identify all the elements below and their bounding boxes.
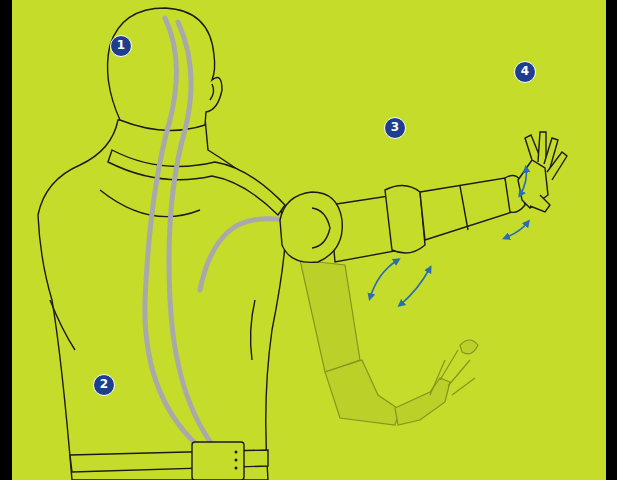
prosthetic-arm bbox=[280, 132, 567, 262]
callout-number: 4 bbox=[514, 61, 536, 83]
callout-number: 1 bbox=[110, 35, 132, 57]
motion-arrows bbox=[370, 168, 528, 305]
background bbox=[12, 0, 606, 480]
callout-number: 3 bbox=[384, 117, 406, 139]
person bbox=[38, 8, 285, 480]
callout-number: 2 bbox=[93, 374, 115, 396]
wires bbox=[145, 18, 298, 452]
controller-box bbox=[192, 442, 244, 480]
ghost-arm bbox=[300, 260, 478, 425]
